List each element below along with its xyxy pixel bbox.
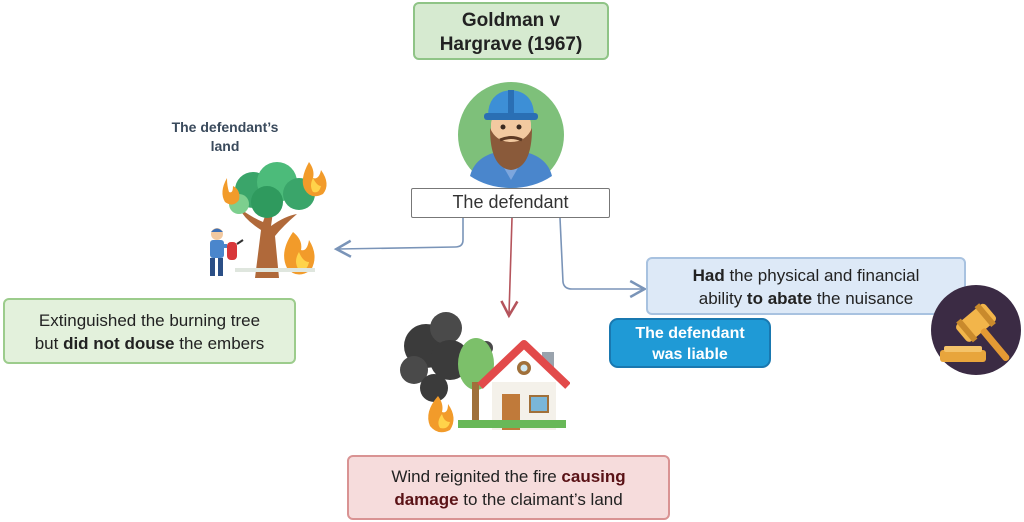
case-title-line-1: Goldman v xyxy=(461,10,561,31)
extinguished-bold: did not douse xyxy=(63,334,175,353)
case-title-box: Goldman v Hargrave (1967) xyxy=(413,2,609,60)
land-label-line-1: The defendant’s xyxy=(171,119,279,135)
burning-tree-icon xyxy=(222,162,327,278)
ability-prefix: ability xyxy=(698,289,747,308)
extinguished-line-2: but did not douse the embers xyxy=(5,332,294,355)
wind-line-1: Wind reignited the fire causing xyxy=(349,465,668,488)
ability-box: Had the physical and financial ability t… xyxy=(646,257,966,315)
arrow-to-ability xyxy=(559,217,648,299)
extinguished-prefix: but xyxy=(34,334,64,353)
ability-rest: the physical and financial xyxy=(724,266,920,285)
ability-bold-abate: to abate xyxy=(746,289,813,308)
defendant-node: The defendant xyxy=(411,188,610,218)
ability-suffix: the nuisance xyxy=(812,289,914,308)
land-label-line-2: land xyxy=(210,138,240,154)
wind-prefix: Wind reignited the fire xyxy=(391,467,562,486)
case-title-line-2: Hargrave (1967) xyxy=(439,34,583,55)
ability-bold-had: Had xyxy=(692,266,725,285)
wind-bold-damage: damage xyxy=(394,490,459,509)
extinguished-box: Extinguished the burning tree but did no… xyxy=(3,298,296,364)
liable-line-1: The defendant xyxy=(635,325,745,342)
ability-line-1: Had the physical and financial xyxy=(648,264,964,287)
defendant-avatar-icon xyxy=(458,82,564,188)
extinguished-line-1: Extinguished the burning tree xyxy=(38,311,261,330)
wind-bold-causing: causing xyxy=(561,467,626,486)
wind-line-2: damage to the claimant’s land xyxy=(349,488,668,511)
extinguished-suffix: the embers xyxy=(174,334,265,353)
arrow-to-land xyxy=(333,218,464,258)
defendants-land-label: The defendant’s land xyxy=(145,118,305,156)
liable-line-2: was liable xyxy=(652,346,728,363)
liable-badge: The defendant was liable xyxy=(609,318,771,368)
defendant-label: The defendant xyxy=(452,192,569,212)
burning-house-icon xyxy=(400,312,570,433)
ability-line-2: ability to abate the nuisance xyxy=(648,287,964,310)
arrow-to-house xyxy=(500,217,519,319)
wind-suffix: to the claimant’s land xyxy=(458,490,623,509)
firefighter-icon xyxy=(210,228,244,276)
wind-reignited-box: Wind reignited the fire causing damage t… xyxy=(347,455,670,520)
gavel-icon xyxy=(931,285,1021,375)
